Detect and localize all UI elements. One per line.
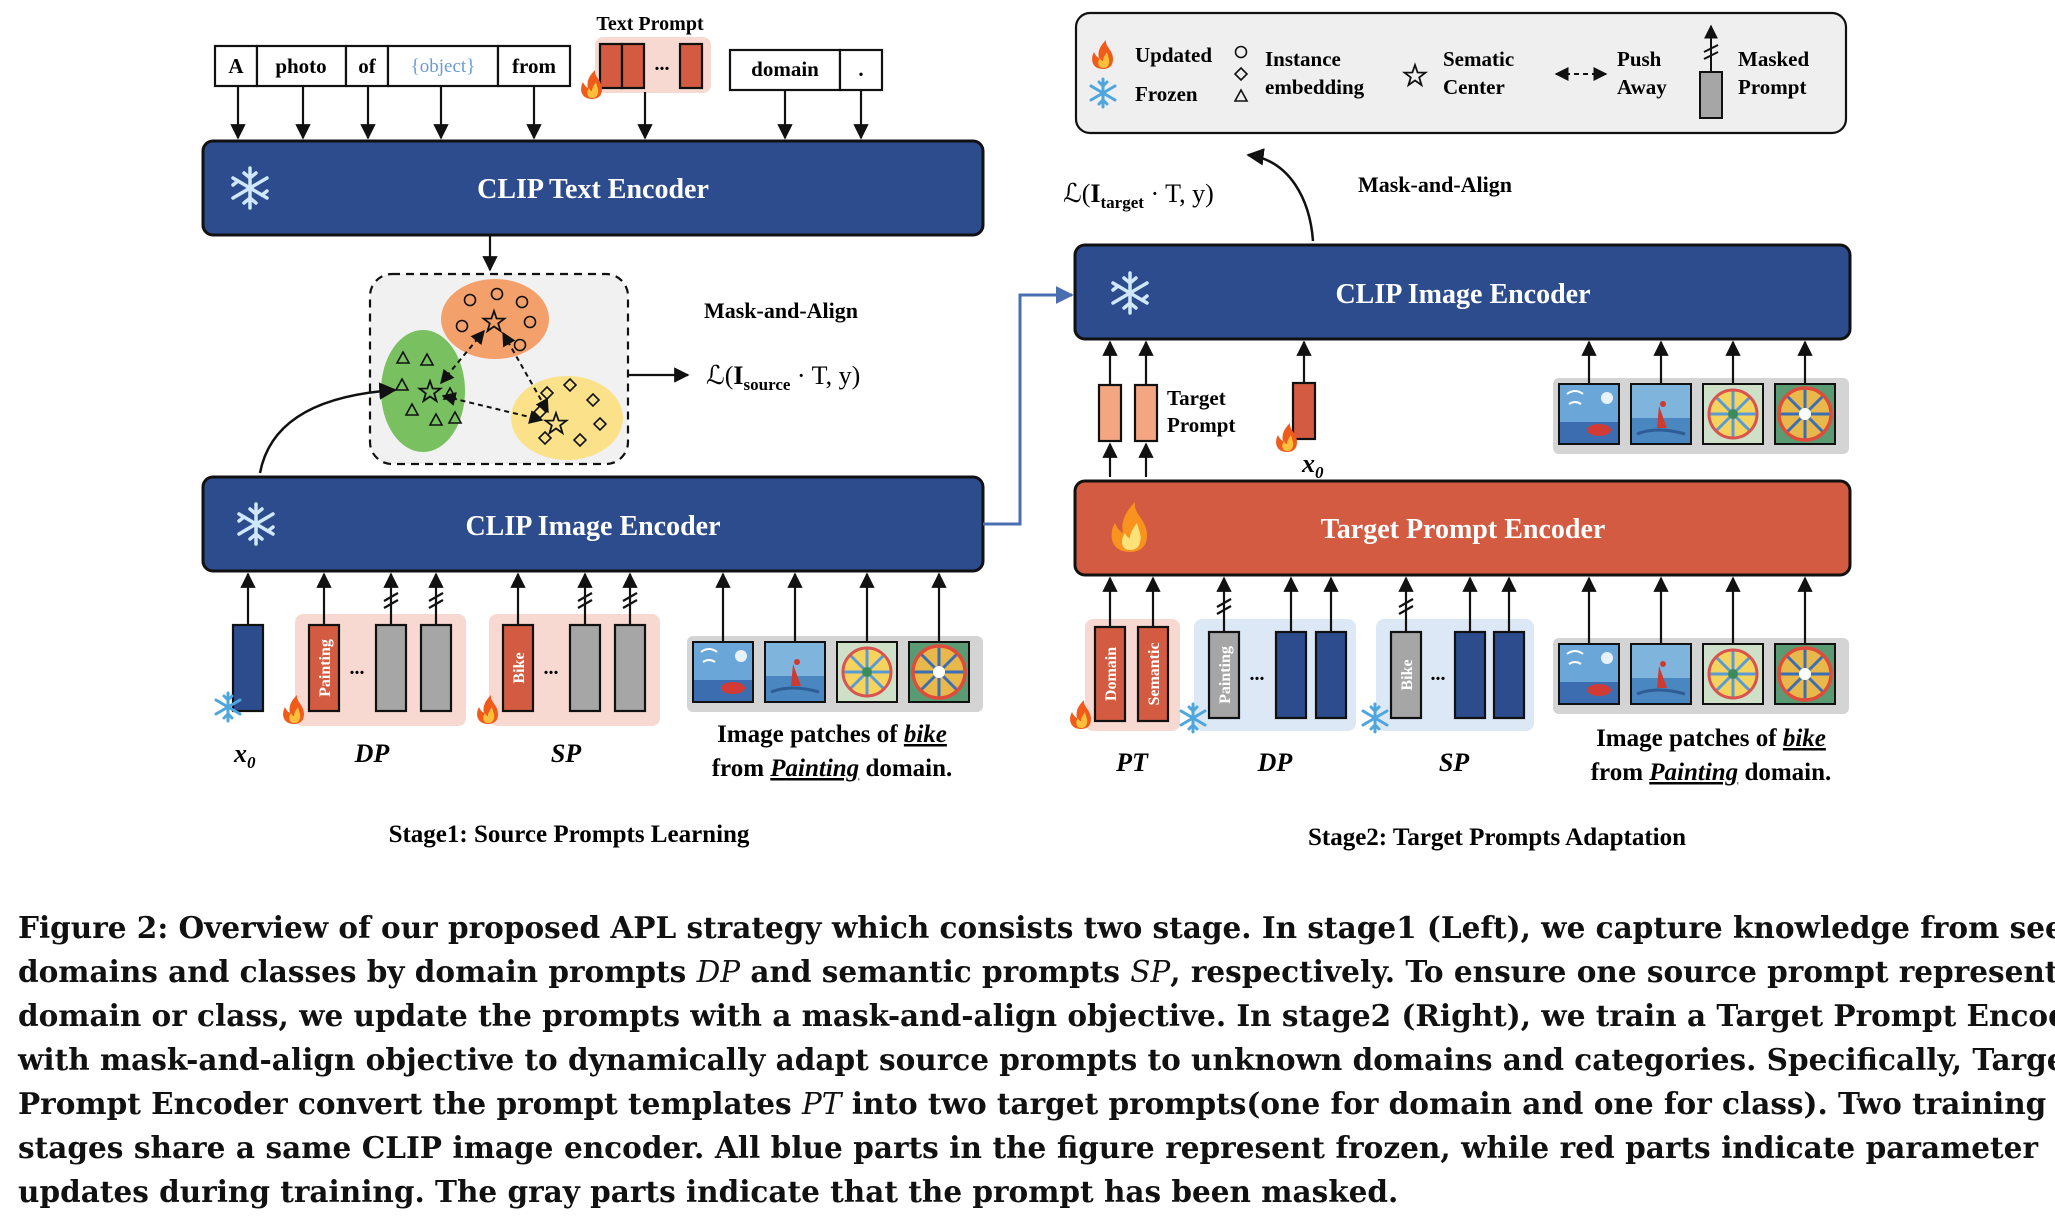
legend-push: Push (1617, 47, 1662, 71)
template-token-object: {object} (411, 56, 476, 77)
caption-line: updates during training. The gray parts … (18, 1174, 1399, 1209)
sp-first-prompt: Bike (511, 652, 528, 683)
patches-caption: from Painting domain. (712, 755, 953, 782)
caption-line: Prompt Encoder convert the prompt templa… (18, 1086, 2047, 1121)
stage1-panel: A photo of {object} from Text Prompt ...… (201, 13, 1074, 848)
target-prompt-encoder (1073, 479, 1852, 577)
sp-first-prompt: Bike (1399, 659, 1416, 690)
dp-label: DP (1257, 748, 1294, 777)
x0-token (231, 623, 265, 713)
image-patch (692, 641, 754, 703)
dp-dots: ... (350, 657, 365, 679)
image-patch (1629, 382, 1693, 446)
legend-push: Away (1617, 75, 1667, 99)
template-token: photo (275, 54, 326, 78)
legend-masked: Masked (1738, 47, 1809, 71)
caption-line: domains and classes by domain prompts DP… (18, 954, 2055, 989)
sp-label: SP (551, 739, 582, 768)
image-patch (1558, 383, 1620, 445)
image-patch (1773, 382, 1837, 446)
x0-label: x0 (1301, 449, 1324, 482)
patches-caption: Image patches of bike (1596, 725, 1826, 752)
template-token: from (512, 54, 556, 78)
patches-caption: Image patches of bike (717, 721, 947, 748)
caption-line: stages share a same CLIP image encoder. … (18, 1130, 2038, 1165)
sp-label: SP (1439, 748, 1470, 777)
legend-instance: embedding (1265, 75, 1365, 99)
text-prompt-ellipsis: ... (655, 53, 670, 75)
cluster-orange (441, 279, 549, 359)
image-patch (1773, 642, 1837, 706)
loss-source: ℒ(Isource · T, y) (706, 361, 860, 394)
domain-token: domain (751, 57, 819, 81)
image-patch (1558, 643, 1620, 705)
caption-line: domain or class, we update the prompts w… (18, 998, 2055, 1033)
template-token: A (228, 54, 244, 78)
stage2-panel: ℒ(Itarget · T, y) Mask-and-Align CLIP Im… (1063, 148, 1852, 851)
clip-image-encoder-stage2 (1073, 243, 1852, 341)
sp-dots: ... (544, 657, 559, 679)
stage1-title: Stage1: Source Prompts Learning (389, 821, 750, 848)
legend: Updated Frozen Instance embedding Semati… (1074, 11, 1848, 135)
mask-and-align-label: Mask-and-Align (704, 298, 858, 323)
period-token: . (858, 57, 863, 81)
target-prompt-encoder-label: Target Prompt Encoder (1321, 514, 1606, 545)
legend-center: Center (1443, 75, 1505, 99)
caption-line: with mask-and-align objective to dynamic… (18, 1042, 2055, 1077)
template-token: of (358, 54, 377, 78)
clip-image-encoder-label: CLIP Image Encoder (465, 511, 720, 542)
legend-updated: Updated (1135, 43, 1212, 67)
dp-first-prompt: Painting (317, 639, 334, 697)
image-patch (763, 640, 827, 704)
legend-instance: Instance (1265, 47, 1341, 71)
pt-domain-prompt: Domain (1103, 647, 1120, 701)
x0-token (1291, 381, 1317, 441)
figure-caption: Figure 2: Overview of our proposed APL s… (18, 906, 2055, 1214)
template-tokens: A photo of {object} from (213, 44, 572, 88)
legend-center: Sematic (1443, 47, 1514, 71)
caption-line: Figure 2: Overview of our proposed APL s… (18, 910, 2055, 945)
image-patch (907, 640, 971, 704)
image-patch (835, 640, 899, 704)
target-prompt-label: Prompt (1167, 413, 1235, 437)
loss-target: ℒ(Itarget · T, y) (1063, 179, 1214, 212)
dp-dots: ... (1250, 663, 1265, 685)
target-prompt-label: Target (1167, 386, 1226, 410)
image-patch (1701, 382, 1765, 446)
dp-first-prompt: Painting (1217, 646, 1234, 704)
stage2-title: Stage2: Target Prompts Adaptation (1308, 824, 1686, 851)
legend-masked: Prompt (1738, 75, 1806, 99)
masked-prompt-icon (1699, 24, 1723, 119)
mask-and-align-label: Mask-and-Align (1358, 172, 1512, 197)
text-prompt-label: Text Prompt (596, 13, 704, 35)
clip-text-encoder-label: CLIP Text Encoder (477, 174, 709, 205)
clip-image-encoder-label: CLIP Image Encoder (1335, 279, 1590, 310)
image-patch (1629, 642, 1693, 706)
image-patch (1701, 642, 1765, 706)
sp-dots: ... (1431, 663, 1446, 685)
patches-caption: from Painting domain. (1591, 759, 1832, 786)
x0-label: x0 (233, 739, 256, 772)
clip-text-encoder (201, 139, 985, 237)
pt-label: PT (1115, 748, 1149, 777)
legend-frozen: Frozen (1135, 82, 1198, 106)
dp-label: DP (354, 739, 391, 768)
pt-semantic-prompt: Semantic (1146, 642, 1163, 705)
